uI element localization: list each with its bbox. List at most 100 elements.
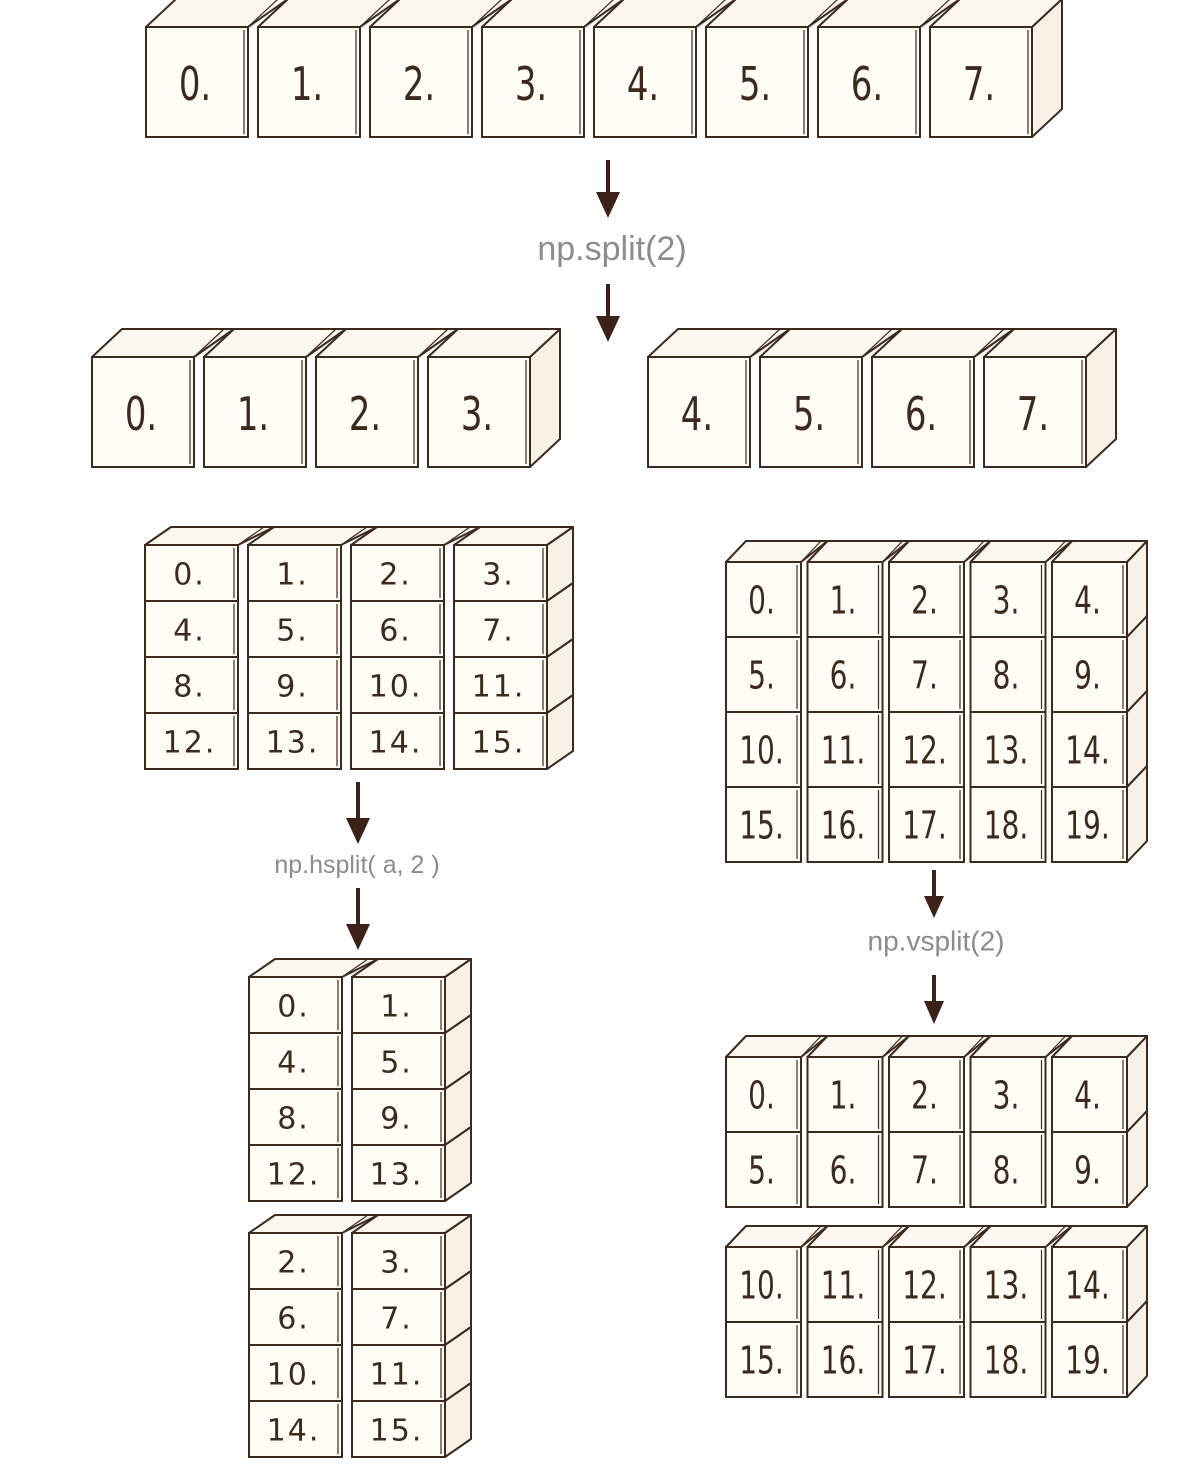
cube-front-face (806, 1131, 884, 1208)
cell-value: 18. (984, 805, 1029, 849)
cube-top-edge (529, 328, 561, 358)
cube-front-face (481, 26, 585, 138)
cube-front-face (888, 1246, 965, 1323)
cell-value: 9. (276, 670, 309, 705)
cube-front-face (817, 26, 921, 138)
cube-front-face (1051, 1321, 1128, 1398)
cube-front-face (248, 1288, 343, 1346)
cube-front-face (248, 976, 343, 1034)
hsplit-second-array: 2.3.6.7.10.11.14.15. (248, 1214, 472, 1458)
cube-top-edge (1085, 328, 1117, 358)
cell-value: 7. (911, 655, 938, 699)
cube-top-edge (444, 958, 472, 978)
cell-value: 6. (905, 387, 937, 441)
cell-value: 6. (277, 1302, 310, 1337)
cube-front-face (144, 656, 239, 714)
split-right-array: 4.5.6.7. (647, 328, 1117, 468)
cube-front-face (888, 1056, 965, 1133)
cube-front-face (427, 356, 531, 468)
cell-value: 2. (911, 1075, 938, 1119)
vsplit-arrow-top (924, 870, 944, 918)
cube-front-face (871, 356, 975, 468)
cube-front-face (888, 636, 965, 713)
cube-top-edge (341, 1214, 369, 1234)
cube-front-face (145, 26, 249, 138)
cube-front-face (1051, 786, 1128, 863)
cube-top-edge (359, 0, 390, 28)
cell-value: 1. (830, 1075, 857, 1119)
cell-value: 15. (472, 726, 526, 761)
cube-front-face (351, 1144, 446, 1202)
cell-value: 15. (739, 1340, 784, 1384)
cube-front-face (1051, 1246, 1128, 1323)
cube-top-edge (861, 328, 893, 358)
cell-value: 5. (739, 57, 771, 111)
cell-value: 4. (1074, 580, 1101, 624)
cell-value: 16. (821, 805, 866, 849)
cell-value: 12. (902, 1265, 947, 1309)
vsplit-second-array: 10.11.12.13.14.15.16.17.18.19. (725, 1225, 1148, 1398)
cell-value: 11. (821, 1265, 866, 1309)
cube-top-edge (237, 526, 265, 546)
cell-value: 18. (984, 1340, 1029, 1384)
cell-value: 1. (830, 580, 857, 624)
cube-front-face (983, 356, 1087, 468)
cell-value: 9. (1074, 1150, 1101, 1194)
cube-front-face (806, 711, 884, 788)
cube-front-face (247, 712, 342, 770)
cube-top-edge (973, 328, 1005, 358)
cube-front-face (725, 1246, 802, 1323)
cube-front-face (247, 656, 342, 714)
cell-value: 5. (748, 655, 775, 699)
cube-top-edge (443, 526, 471, 546)
cube-front-face (725, 561, 802, 638)
cube-front-face (91, 356, 195, 468)
cube-front-face (144, 544, 239, 602)
cube-front-face (806, 636, 884, 713)
cube-front-face (969, 786, 1047, 863)
cube-front-face (806, 1321, 884, 1398)
cell-value: 2. (403, 57, 435, 111)
cell-value: 11. (472, 670, 526, 705)
cube-top-edge (882, 1035, 903, 1058)
vsplit-arrow-bottom (924, 975, 944, 1024)
cell-value: 15. (739, 805, 784, 849)
cube-top-edge (247, 0, 278, 28)
cell-value: 13. (370, 1158, 424, 1193)
cube-top-edge (800, 1225, 822, 1248)
cell-value: 13. (984, 730, 1029, 774)
cell-value: 3. (482, 558, 515, 593)
cell-value: 5. (380, 1046, 413, 1081)
cube-top-edge (749, 328, 781, 358)
cube-front-face (351, 1088, 446, 1146)
cell-value: 5. (793, 387, 825, 441)
cube-top-edge (1126, 1035, 1148, 1058)
cube-front-face (725, 1056, 802, 1133)
cube-front-face (647, 356, 751, 468)
hsplit-arrow-top (346, 782, 370, 844)
cell-value: 3. (993, 580, 1020, 624)
cell-value: 14. (369, 726, 423, 761)
cube-top-edge (471, 0, 502, 28)
cube-front-face (888, 711, 965, 788)
cube-front-face (248, 1144, 343, 1202)
cube-front-face (315, 356, 419, 468)
cube-front-face (725, 1321, 802, 1398)
cell-value: 17. (902, 1340, 947, 1384)
cube-front-face (888, 786, 965, 863)
cube-front-face (1051, 711, 1128, 788)
cell-value: 14. (1065, 1265, 1110, 1309)
hsplit-arrow-bottom (346, 888, 370, 950)
cube-front-face (247, 600, 342, 658)
cell-value: 12. (163, 726, 217, 761)
cell-value: 12. (267, 1158, 321, 1193)
cube-top-edge (882, 1225, 903, 1248)
cell-value: 7. (1017, 387, 1049, 441)
cube-front-face (453, 544, 548, 602)
cube-front-face (969, 1321, 1047, 1398)
cube-front-face (969, 1246, 1047, 1323)
split-input-array: 0.1.2.3.4.5.6.7. (145, 0, 1063, 138)
vsplit-first-array: 0.1.2.3.4.5.6.7.8.9. (725, 1035, 1148, 1208)
cube-front-face (888, 1131, 965, 1208)
